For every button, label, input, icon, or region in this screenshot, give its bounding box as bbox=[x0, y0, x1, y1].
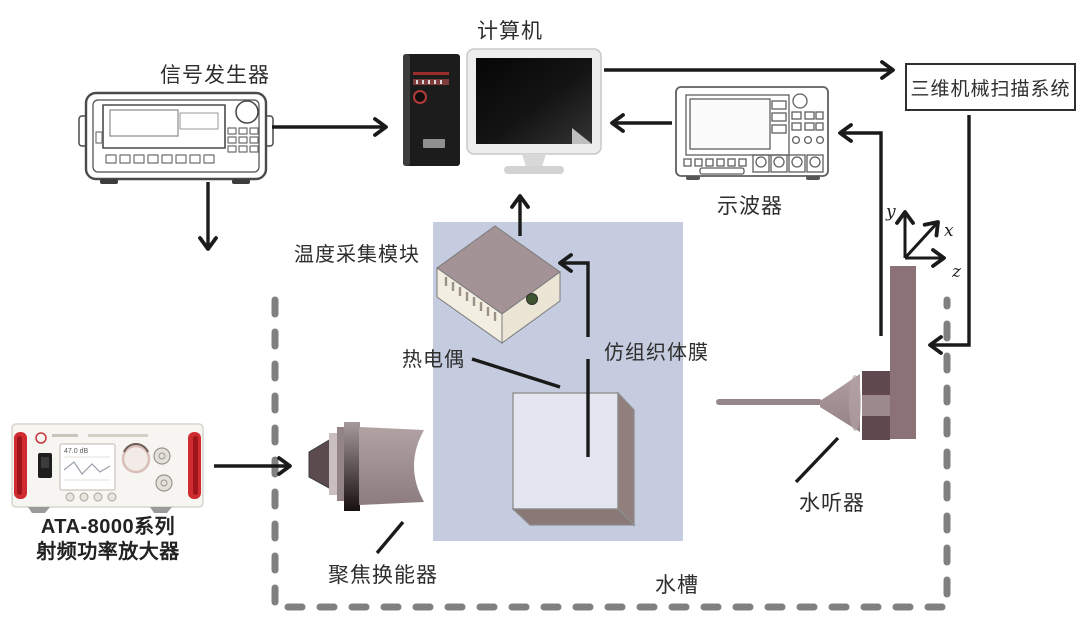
transducer-pointer-line bbox=[375, 520, 405, 555]
arrow-hydrophone-to-oscilloscope bbox=[838, 123, 883, 336]
connectors bbox=[198, 60, 971, 555]
arrow-scan-system-to-hydrophone bbox=[928, 115, 971, 355]
phantom-illustration bbox=[511, 391, 636, 527]
hydrophone-pointer-line bbox=[794, 436, 840, 484]
hydrophone-illustration bbox=[716, 266, 916, 440]
computer-label: 计算机 bbox=[477, 20, 543, 43]
transducer-illustration bbox=[308, 422, 424, 511]
signal-generator-label: 信号发生器 bbox=[160, 64, 270, 87]
scan-system-box: 三维机械扫描系统 bbox=[905, 63, 1076, 111]
thermocouple-label: 热电偶 bbox=[402, 349, 465, 371]
oscilloscope-illustration bbox=[675, 86, 829, 180]
amplifier-display-value: 47.0 dB bbox=[64, 448, 89, 455]
amplifier-label-line2: 射频功率放大器 bbox=[36, 541, 180, 563]
hydrophone-label: 水听器 bbox=[799, 492, 865, 515]
z-axis-label: z bbox=[952, 262, 961, 282]
rf-amplifier-illustration bbox=[11, 423, 204, 513]
water-tank-label: 水槽 bbox=[655, 574, 699, 597]
signal-generator-illustration bbox=[78, 91, 274, 184]
computer-monitor-illustration bbox=[466, 48, 602, 174]
water-tank-dashed-border bbox=[271, 296, 951, 611]
scan-system-label: 三维机械扫描系统 bbox=[910, 78, 1071, 100]
x-axis-arrow bbox=[903, 220, 940, 260]
amplifier-label-line1: ATA-8000系列 bbox=[40, 516, 176, 538]
axis-gizmo bbox=[895, 210, 946, 268]
phantom-label: 仿组织体膜 bbox=[604, 342, 709, 364]
transducer-label: 聚焦换能器 bbox=[328, 564, 438, 587]
y-axis-label: y bbox=[886, 202, 896, 222]
computer-tower-illustration bbox=[403, 54, 460, 166]
x-axis-label: x bbox=[944, 221, 954, 241]
thermocouple-pointer-line bbox=[471, 357, 561, 389]
arrow-thermocouple-to-module bbox=[558, 253, 590, 337]
temperature-module-label: 温度采集模块 bbox=[294, 244, 420, 266]
oscilloscope-label: 示波器 bbox=[717, 195, 783, 218]
